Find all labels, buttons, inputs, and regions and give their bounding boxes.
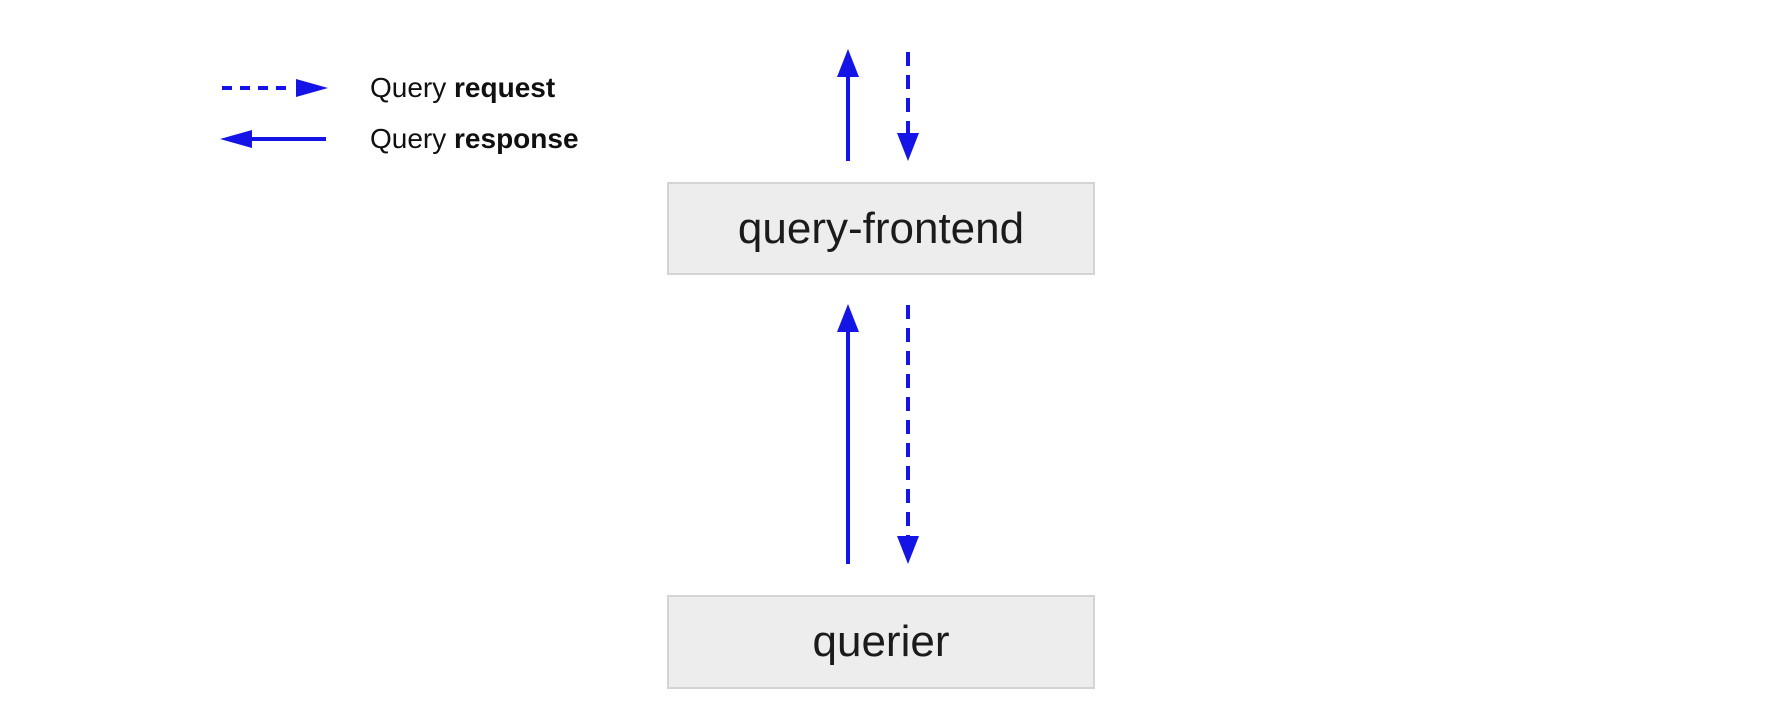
arrow-request-down-middle [897, 305, 919, 564]
arrow-request-down-middle-head [897, 536, 919, 564]
legend: Query request Query response [218, 73, 579, 154]
legend-row-response: Query response [218, 124, 579, 154]
legend-response-arrow-icon [220, 130, 326, 148]
legend-request-arrowhead [296, 79, 328, 97]
node-querier: querier [667, 595, 1095, 689]
arrow-request-down-top [897, 52, 919, 161]
node-query-frontend: query-frontend [667, 182, 1095, 275]
arrow-response-up-top [837, 49, 859, 161]
arrow-request-down-top-head [897, 133, 919, 161]
legend-response-label: Query response [370, 124, 579, 154]
legend-response-arrowhead [220, 130, 252, 148]
legend-response-prefix: Query [370, 123, 447, 154]
legend-request-label: Query request [370, 73, 555, 103]
legend-request-bold: request [454, 72, 556, 103]
arrow-response-up-middle [837, 304, 859, 564]
arrow-response-up-middle-head [837, 304, 859, 332]
node-query-frontend-label: query-frontend [737, 203, 1025, 253]
node-querier-label: querier [812, 617, 950, 666]
arrow-response-up-top-head [837, 49, 859, 77]
legend-request-arrow-icon [222, 79, 328, 97]
legend-response-bold: response [454, 123, 579, 154]
legend-row-request: Query request [218, 73, 579, 103]
legend-request-prefix: Query [370, 72, 447, 103]
